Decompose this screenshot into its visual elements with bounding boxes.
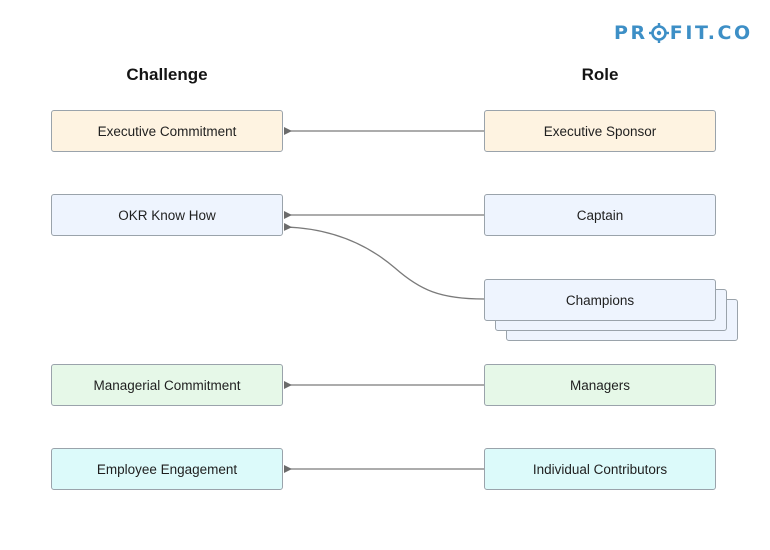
arrow-champions (283, 222, 485, 300)
role-champions: Champions (484, 279, 716, 321)
role-managers: Managers (484, 364, 716, 406)
challenge-executive-commitment: Executive Commitment (51, 110, 283, 152)
challenge-employee-engagement: Employee Engagement (51, 448, 283, 490)
challenge-managerial-commitment: Managerial Commitment (51, 364, 283, 406)
challenge-okr-know-how: OKR Know How (51, 194, 283, 236)
logo-text-suffix: FIT.CO (669, 22, 753, 44)
logo-text-prefix: PR (614, 22, 648, 44)
role-header: Role (581, 65, 619, 84)
role-captain: Captain (484, 194, 716, 236)
target-icon (648, 23, 669, 43)
role-individual-contributors: Individual Contributors (484, 448, 716, 490)
role-executive-sponsor: Executive Sponsor (484, 110, 716, 152)
profit-co-logo: PR FIT.CO (614, 20, 753, 46)
challenge-header: Challenge (126, 65, 208, 84)
